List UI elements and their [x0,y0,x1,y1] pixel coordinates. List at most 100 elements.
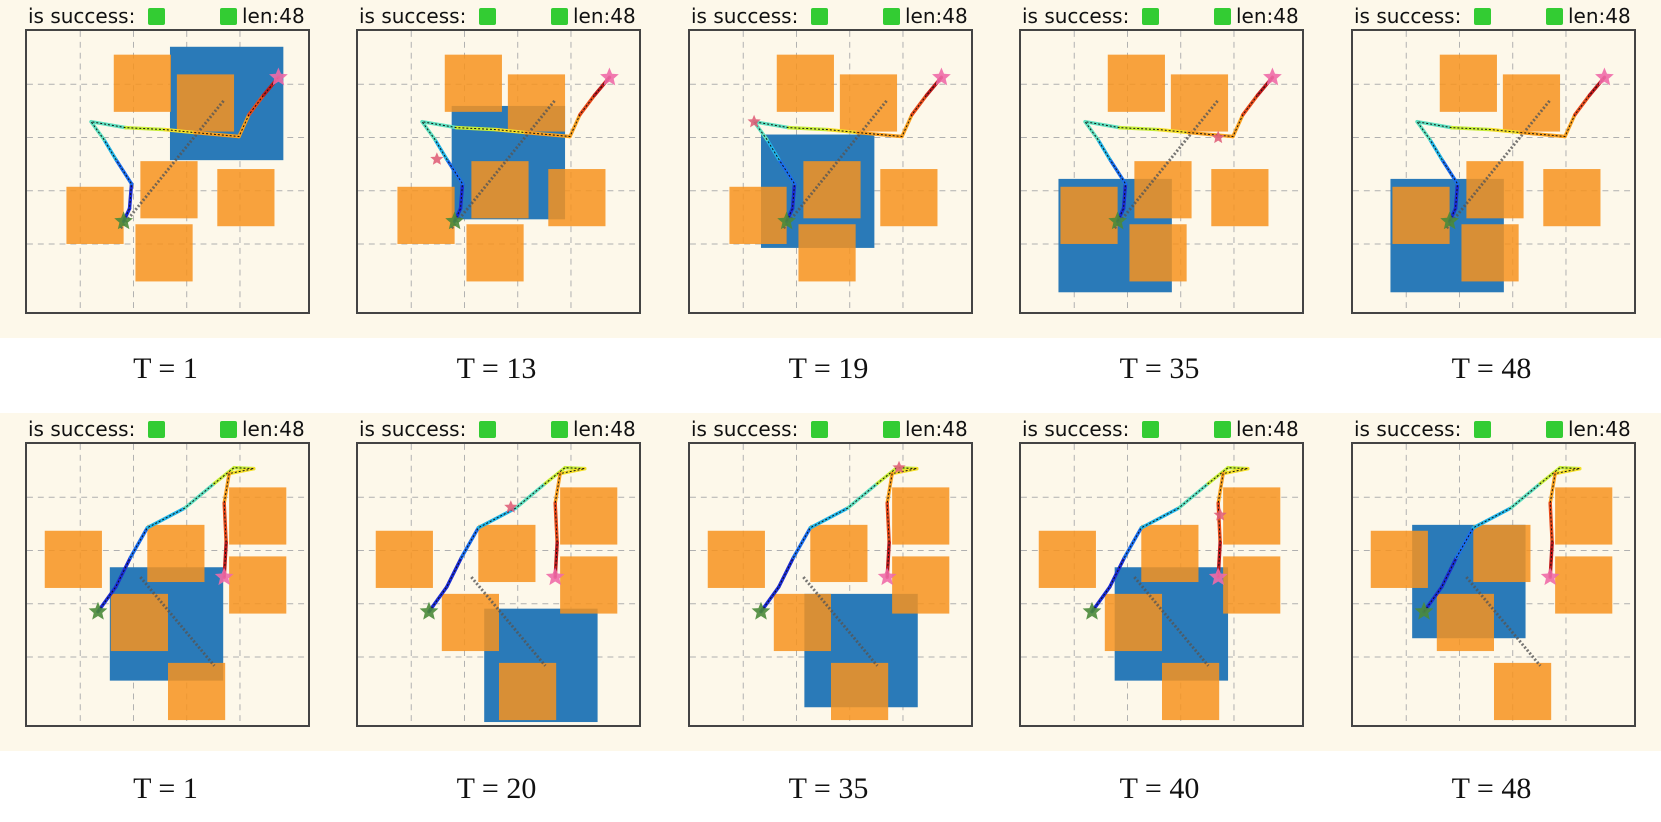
trajectory-segment [458,182,465,211]
obstacle-block [1060,186,1118,244]
start-star-icon [88,601,108,620]
episode-panel: is success: len:48 [994,0,1325,338]
trajectory-dash [1091,467,1248,612]
trajectory-segment [1453,182,1460,211]
environment-canvas [27,444,308,725]
environment-plot [688,442,973,727]
obstacle-block [1555,487,1613,545]
success-indicator-square [479,421,496,438]
is-success-label: is success: [28,417,136,441]
success-indicator-square [1142,421,1159,438]
episode-panel: is success:len:48 [331,413,662,751]
goal-star-icon [214,567,234,586]
start-star-icon [445,211,464,230]
trajectory-segment [790,182,797,211]
trajectory-dash [97,467,254,612]
obstacle-block [135,224,193,282]
goal-star-icon [1208,567,1228,586]
obstacle-block [548,169,606,227]
obstacle-block [1555,556,1613,614]
environment-canvas [1353,444,1634,725]
obstacle-block [478,524,536,583]
length-indicator-square [1546,421,1563,438]
trajectory-dash [1083,77,1273,222]
obstacle-block [147,524,205,583]
obstacle-block [1129,224,1187,282]
episode-length-label: len:48 [573,4,636,28]
environment-plot [356,442,641,727]
goal-star-icon [877,567,897,586]
trajectory-segment [445,555,464,589]
episode-panel: is success:len:48 [331,0,662,338]
is-success-label: is success: [1022,4,1130,28]
trajectory-segment [1518,130,1567,139]
trajectory-dash [1415,77,1605,222]
trajectory-segment [127,182,134,211]
obstacle-block [1104,593,1162,652]
current-position-star-icon [504,500,518,513]
is-success-label: is success: [28,4,136,28]
obstacle-block [1223,487,1281,545]
obstacle-block [1439,54,1497,112]
obstacle-block [1211,169,1269,227]
obstacle-block [217,169,275,227]
obstacle-block [729,186,787,244]
planned-path [139,576,216,667]
timestep-caption: T = 48 [1451,352,1532,385]
episode-length-label: len:48 [905,417,968,441]
environment-canvas [1353,31,1634,312]
current-position-star-icon [892,460,906,474]
is-success-label: is success: [691,4,799,28]
planned-path [470,576,547,667]
environment-plot [25,442,310,727]
start-star-icon [1108,211,1127,230]
length-indicator-square [220,8,237,25]
episode-length-label: len:48 [573,417,636,441]
status-bar: is success:len:48 [1326,4,1657,28]
obstacle-block [1493,662,1552,721]
trajectory-dash [760,467,917,612]
obstacle-block [397,186,455,244]
episode-length-label: len:48 [1236,4,1299,28]
success-indicator-square [148,421,165,438]
obstacle-block [776,54,834,112]
obstacle-block [1473,524,1531,583]
obstacle-block [1107,54,1165,112]
episode-panel: is success:len:48 [663,413,994,751]
obstacle-block [44,530,102,588]
environment-plot [1019,29,1304,314]
environment-canvas [358,444,639,725]
timestep-caption: T = 13 [456,352,537,385]
obstacle-block [229,556,287,614]
obstacle-block [880,169,938,227]
obstacle-block [375,530,433,588]
environment-canvas [358,31,639,312]
obstacle-block [167,662,226,721]
planned-path [1465,576,1542,667]
planned-path [802,576,879,667]
is-success-label: is success: [1022,417,1130,441]
goal-star-icon [1263,67,1282,86]
obstacle-block [560,487,618,545]
goal-star-icon [1595,67,1614,86]
length-indicator-square [551,421,568,438]
length-indicator-square [1214,421,1231,438]
obstacle-block [810,524,868,583]
obstacle-block [444,54,502,112]
episode-panel: is success:len:48 [1326,413,1657,751]
obstacle-block [66,186,124,244]
obstacle-block [1392,186,1450,244]
success-indicator-square [148,8,165,25]
start-star-icon [751,601,771,620]
obstacle-block [892,487,950,545]
success-indicator-square [811,421,828,438]
episode-panel: is success:len:48 [994,413,1325,751]
episode-panel: is success:len:48 [663,0,994,338]
obstacle-block [1436,593,1494,652]
obstacle-block [560,556,618,614]
trajectory-segment [1221,466,1250,476]
start-star-icon [1414,601,1434,620]
obstacle-block [707,530,765,588]
obstacle-block [498,662,557,721]
environment-canvas [1021,31,1302,312]
